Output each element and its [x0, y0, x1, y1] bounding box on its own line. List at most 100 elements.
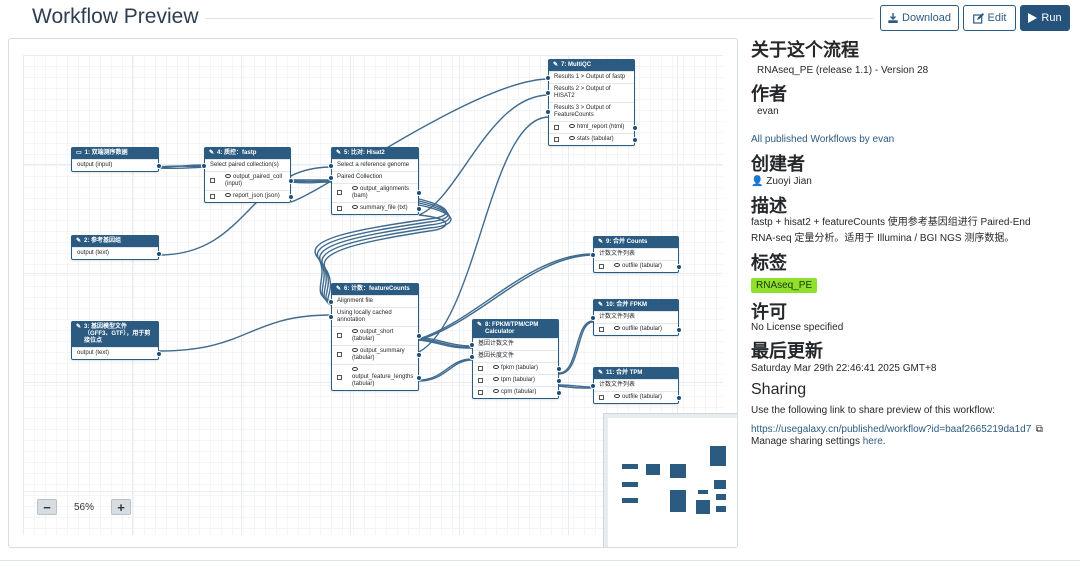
output-port[interactable] [416, 333, 422, 339]
license-text: No License specified [751, 322, 844, 333]
checkbox[interactable] [478, 377, 483, 383]
output-port[interactable] [676, 263, 682, 270]
zoom-out-button[interactable]: − [37, 499, 57, 515]
checkbox[interactable] [337, 374, 342, 380]
input-port[interactable] [469, 341, 475, 348]
zoom-in-button[interactable]: + [111, 499, 131, 515]
copy-icon[interactable]: ⧉ [1035, 424, 1043, 435]
eye-icon[interactable] [493, 365, 499, 370]
checkbox[interactable] [337, 190, 342, 195]
node-fastp[interactable]: ✎4: 质控：fastp Select paired collection(s)… [201, 147, 294, 203]
edit-button[interactable]: Edit [963, 5, 1016, 31]
node-merge-counts[interactable]: ✎9: 合并 Counts 计数文件列表 outfile (tabular) [590, 236, 682, 273]
output-port[interactable] [156, 162, 162, 169]
author-workflows-link[interactable]: All published Workflows by evan [751, 134, 895, 145]
sharing-link[interactable]: https://usegalaxy.cn/published/workflow?… [751, 424, 1032, 435]
checkbox[interactable] [337, 205, 342, 211]
manage-sharing-link[interactable]: here [862, 436, 883, 447]
minimap-viewport[interactable] [608, 418, 737, 547]
node-featurecounts[interactable]: ✎6: 计数：featureCounts Alignment file Usin… [328, 283, 422, 391]
download-button[interactable]: Download [880, 5, 959, 31]
about-text: RNAseq_PE (release 1.1) - Version 28 [757, 65, 929, 76]
output-port[interactable] [632, 124, 638, 131]
input-port[interactable] [328, 162, 334, 169]
output-port[interactable] [416, 374, 422, 381]
node-output: report_json (json) [205, 190, 294, 202]
node-merge-fpkm[interactable]: ✎10: 合并 FPKM 计数文件列表 outfile (tabular) [590, 299, 682, 336]
node-output: output_summary (tabular) [332, 345, 422, 364]
eye-icon[interactable] [352, 186, 358, 191]
eye-icon[interactable] [352, 348, 358, 353]
input-port[interactable] [545, 90, 551, 96]
eye-icon[interactable] [569, 136, 575, 141]
checkbox[interactable] [599, 394, 604, 400]
wrench-icon: ✎ [598, 239, 604, 245]
input-port[interactable] [469, 353, 475, 360]
eye-icon[interactable] [493, 389, 499, 394]
input-port[interactable] [328, 314, 334, 320]
input-port[interactable] [201, 162, 207, 169]
eye-icon[interactable] [352, 367, 358, 372]
node-input-paired-reads[interactable]: ▭1: 双端测序数据 output (input) [71, 147, 162, 172]
eye-icon[interactable] [352, 329, 358, 334]
output-port[interactable] [416, 205, 422, 212]
node-title: 2: 参考基因组 [84, 238, 122, 244]
node-merge-tpm[interactable]: ✎11: 合并 TPM 计数文件列表 outfile (tabular) [590, 367, 682, 404]
sharing-text: Use the following link to share preview … [751, 405, 995, 416]
checkbox[interactable] [337, 333, 342, 338]
output-port[interactable] [156, 350, 162, 357]
output-port[interactable] [632, 136, 638, 143]
output-port[interactable] [556, 365, 562, 372]
workflow-canvas[interactable]: ▭1: 双端测序数据 output (input) ✎2: 参考基因组 outp… [8, 38, 738, 548]
checkbox[interactable] [554, 124, 559, 130]
checkbox[interactable] [478, 365, 483, 371]
node-input: Paired Collection [328, 171, 418, 183]
wrench-icon: ✎ [553, 62, 559, 68]
checkbox[interactable] [210, 193, 215, 199]
eye-icon[interactable] [225, 193, 231, 198]
output-port[interactable] [676, 326, 682, 333]
workflow-tag[interactable]: RNAseq_PE [751, 278, 818, 293]
eye-icon[interactable] [569, 124, 575, 129]
eye-icon[interactable] [614, 263, 620, 268]
output-port[interactable] [556, 389, 562, 396]
output-port[interactable] [288, 178, 294, 184]
minimap[interactable] [603, 413, 737, 547]
manage-sharing: Manage sharing settings here. [751, 436, 886, 447]
checkbox[interactable] [210, 178, 215, 183]
node-multiqc[interactable]: ✎7: MultiQC Results 1 > Output of fastp … [545, 59, 638, 146]
eye-icon[interactable] [614, 326, 620, 331]
output-port[interactable] [288, 193, 294, 200]
input-port[interactable] [590, 314, 596, 321]
input-port[interactable] [328, 298, 334, 305]
input-port[interactable] [590, 251, 596, 258]
node-input-reference-genome[interactable]: ✎2: 参考基因组 output (text) [71, 235, 162, 260]
eye-icon[interactable] [225, 174, 231, 179]
eye-icon[interactable] [493, 377, 499, 382]
output-port[interactable] [156, 250, 162, 257]
run-button[interactable]: Run [1020, 5, 1070, 31]
output-port[interactable] [556, 377, 562, 384]
output-port[interactable] [416, 352, 422, 358]
node-input: 基因长度文件 [469, 350, 558, 362]
checkbox[interactable] [599, 326, 604, 332]
node-input-gene-model[interactable]: ✎3: 基因模型文件（GFF3、GTF），用于剪接位点 output (text… [71, 321, 162, 360]
checkbox[interactable] [337, 352, 342, 357]
checkbox[interactable] [554, 136, 559, 142]
eye-icon[interactable] [614, 394, 620, 399]
checkbox[interactable] [599, 263, 604, 269]
output-port[interactable] [416, 190, 422, 196]
wrench-icon: ✎ [598, 370, 604, 376]
title-divider [205, 18, 873, 19]
node-hisat2[interactable]: ✎5: 比对: Hisat2 Select a reference genome… [328, 147, 422, 215]
eye-icon[interactable] [352, 205, 358, 210]
description-line-1: fastp + hisat2 + featureCounts 使用参考基因组进行… [751, 217, 1031, 228]
node-input: Results 1 > Output of fastp [545, 71, 634, 83]
output-port[interactable] [676, 394, 682, 401]
node-fpkm-calculator[interactable]: ✎8: FPKM/TPM/CPM Calculator 基因计数文件 基因长度文… [469, 319, 562, 399]
input-port[interactable] [328, 174, 334, 181]
input-port[interactable] [545, 74, 551, 81]
input-port[interactable] [545, 109, 551, 115]
input-port[interactable] [590, 382, 596, 389]
checkbox[interactable] [478, 389, 483, 395]
